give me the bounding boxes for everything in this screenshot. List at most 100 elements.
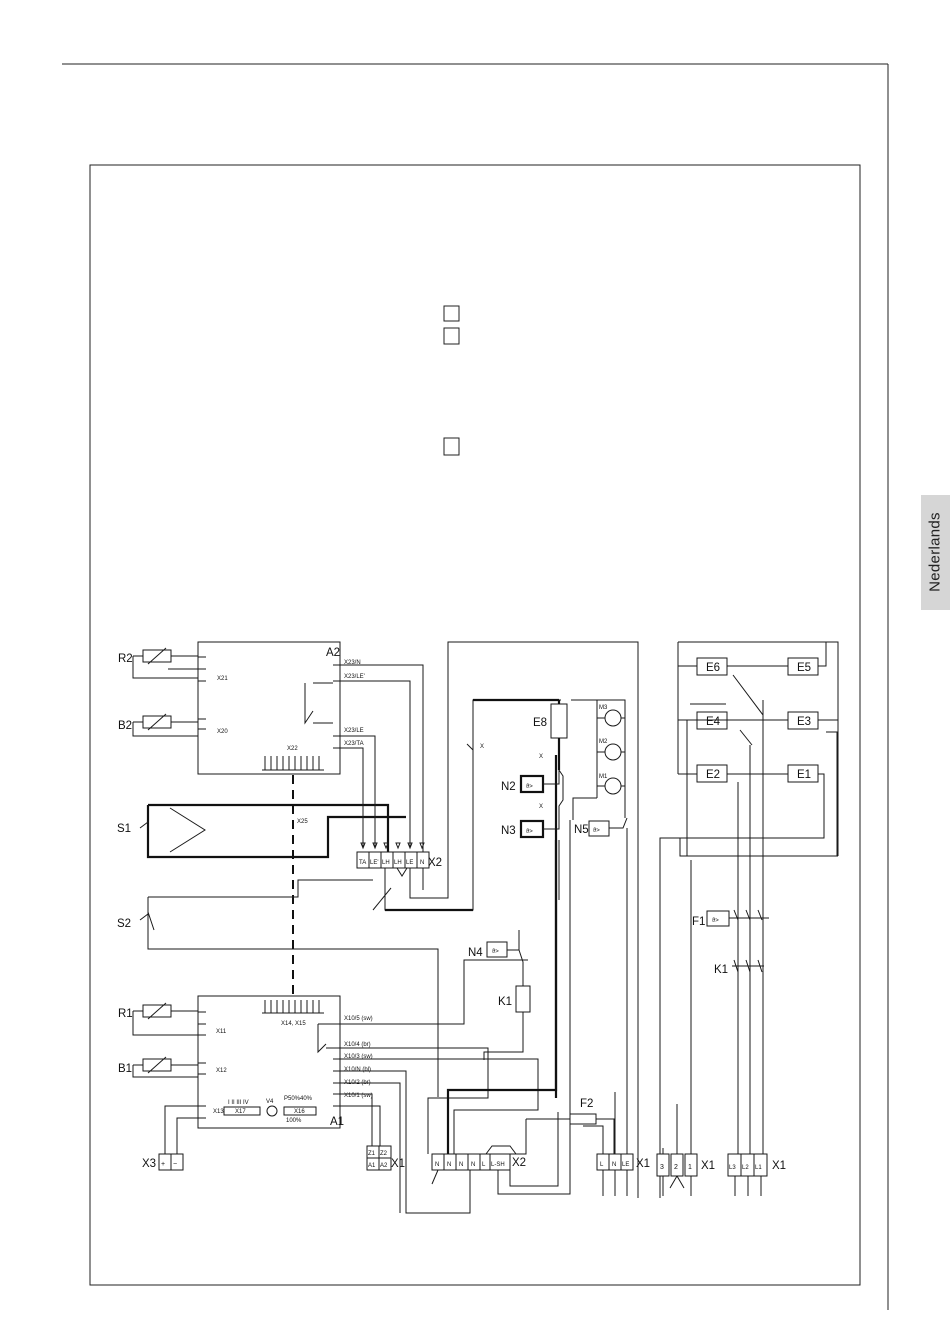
svg-text:L3: L3 [729, 1165, 736, 1171]
svg-text:A1: A1 [368, 1163, 376, 1169]
connector-x25: X25 [297, 819, 308, 825]
svg-text:LH: LH [382, 860, 390, 866]
svg-text:2: 2 [674, 1164, 678, 1171]
svg-text:N: N [471, 1162, 475, 1168]
x17-marks: I II III IV [228, 1100, 249, 1106]
label-r1: R1 [118, 1008, 133, 1020]
connector-x17: X17 [235, 1109, 246, 1115]
label-x-2: X [539, 754, 543, 760]
svg-text:1: 1 [688, 1164, 692, 1171]
svg-text:N: N [447, 1162, 451, 1168]
connector-x20: X20 [217, 729, 228, 735]
label-x1-lnle: X1 [636, 1158, 650, 1170]
label-x3: X3 [142, 1158, 156, 1170]
label-e4: E4 [706, 716, 721, 728]
connector-x23-le2: X23/LE' [344, 674, 365, 680]
label-n4: N4 [468, 947, 483, 959]
svg-text:ϑ>: ϑ> [492, 949, 499, 955]
label-x1-z: X1 [391, 1158, 405, 1170]
label-x1-321: X1 [701, 1160, 715, 1172]
checkbox-3[interactable] [443, 437, 460, 456]
motor-m1 [604, 777, 622, 795]
connector-x23-le: X23/LE [344, 728, 364, 734]
svg-text:LE': LE' [370, 860, 378, 866]
svg-text:L: L [482, 1162, 486, 1168]
connector-x10-4: X10/4 (br) [344, 1042, 371, 1048]
language-tab[interactable] [921, 495, 950, 610]
connector-v4: V4 [266, 1099, 274, 1105]
label-k1: K1 [498, 996, 512, 1008]
label-b2: B2 [118, 720, 132, 732]
x2-top-strip: TA LE' LH LH LE N [356, 851, 430, 869]
svg-text:3: 3 [660, 1164, 664, 1171]
svg-text:ϑ>: ϑ> [712, 918, 719, 924]
connector-x14-x15: X14, X15 [281, 1021, 306, 1027]
svg-text:ϑ>: ϑ> [526, 829, 533, 835]
connector-x11: X11 [216, 1029, 227, 1035]
label-n5: N5 [574, 824, 589, 836]
x3-minus: − [173, 1161, 177, 1168]
pct-a: P50% [284, 1096, 301, 1102]
svg-text:N: N [420, 860, 424, 866]
svg-text:L1: L1 [755, 1165, 762, 1171]
label-n2: N2 [501, 781, 516, 793]
label-e5: E5 [797, 662, 811, 674]
svg-text:N: N [612, 1162, 616, 1168]
label-f1: F1 [692, 916, 705, 928]
connector-x21: X21 [217, 676, 228, 682]
connector-x16: X16 [294, 1109, 305, 1115]
svg-text:N: N [435, 1162, 439, 1168]
x1-l-strip: L3 L2 L1 [727, 1153, 768, 1177]
connector-x12: X12 [216, 1068, 227, 1074]
svg-text:L-SH: L-SH [491, 1162, 505, 1168]
label-e2: E2 [706, 769, 720, 781]
motor-m3 [604, 709, 622, 727]
label-e8: E8 [533, 717, 547, 729]
diagram-frame [89, 164, 861, 1286]
label-x2-bottom: X2 [512, 1157, 526, 1169]
label-s1: S1 [117, 823, 131, 835]
label-e1: E1 [797, 769, 811, 781]
label-a2: A2 [326, 647, 340, 659]
svg-text:LH: LH [394, 860, 402, 866]
svg-text:Z2: Z2 [380, 1151, 388, 1157]
svg-text:A2: A2 [380, 1163, 388, 1169]
connector-x23-n: X23/N [344, 660, 361, 666]
svg-text:L: L [600, 1162, 604, 1168]
label-m3: M3 [599, 705, 608, 711]
pct-d: 40% [300, 1096, 313, 1102]
label-x2-top: X2 [428, 857, 442, 869]
checkbox-1[interactable] [443, 305, 460, 322]
connector-x23-ta: X23/TA [344, 741, 364, 747]
label-k1-contacts: K1 [714, 964, 728, 976]
svg-text:ϑ>: ϑ> [526, 784, 533, 790]
label-b1: B1 [118, 1063, 132, 1075]
connector-x10-5: X10/5 (sw) [344, 1016, 373, 1022]
label-e3: E3 [797, 716, 811, 728]
label-s2: S2 [117, 918, 131, 930]
checkbox-2[interactable] [443, 327, 460, 345]
label-m1: M1 [599, 774, 608, 780]
label-n3: N3 [501, 825, 516, 837]
svg-text:N: N [459, 1162, 463, 1168]
label-x-1: X [480, 744, 484, 750]
svg-text:ϑ>: ϑ> [593, 828, 600, 834]
led-v4 [266, 1105, 278, 1117]
connector-x13: X13 [213, 1109, 224, 1115]
svg-text:Z1: Z1 [368, 1151, 376, 1157]
motor-m2 [604, 743, 622, 761]
svg-text:LE: LE [622, 1162, 629, 1168]
label-x-3: X [539, 804, 543, 810]
wiring-diagram: A2 X23/N X23/LE' X23/LE X23/TA X21 X20 X… [117, 641, 839, 1214]
label-x1-l: X1 [772, 1160, 786, 1172]
connector-x10-3: X10/3 (sw) [344, 1054, 373, 1060]
pct-e: 100% [286, 1118, 302, 1124]
connector-x22: X22 [287, 746, 298, 752]
x1-lnle-strip: L N LE [596, 1153, 634, 1171]
svg-text:LE: LE [406, 860, 413, 866]
label-m2: M2 [599, 739, 608, 745]
x1-321-strip: 3 2 1 [656, 1153, 698, 1177]
module-a1 [197, 995, 341, 1129]
x2-bottom-strip: N N N N L L-SH [431, 1153, 511, 1171]
